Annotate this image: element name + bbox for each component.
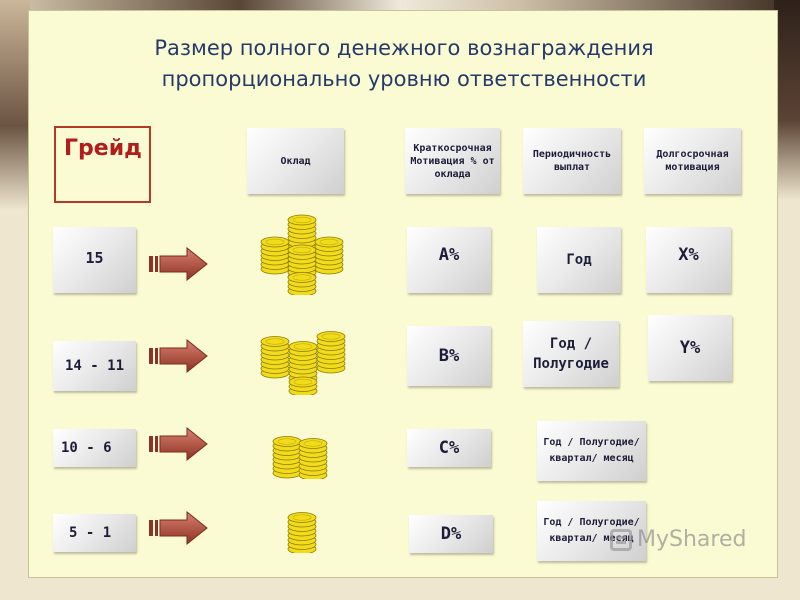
presentation-icon	[610, 528, 632, 551]
short-term-cell-1: A%	[407, 227, 491, 293]
long-term-header: Долгосрочная мотивация	[644, 128, 741, 194]
coins-icon	[257, 207, 349, 300]
short-term-cell-3: C%	[407, 429, 491, 467]
long-term-cell-1: X%	[646, 227, 731, 293]
periodicity-header: Периодичность выплат	[523, 128, 621, 194]
background-photo-right	[774, 0, 800, 200]
short-term-cell-2: B%	[407, 326, 491, 386]
short-term-header: Краткосрочная Мотивация % от оклада	[405, 128, 500, 194]
periodicity-cell-3: Год / Полугодие/ квартал/ месяц	[537, 421, 646, 481]
grade-cell-4: 5 - 1	[53, 514, 136, 552]
grade-cell-2: 14 - 11	[53, 341, 136, 391]
salary-header: Оклад	[247, 128, 344, 194]
arrow-icon	[149, 426, 209, 466]
watermark-text: MyShared	[637, 527, 747, 552]
arrow-icon	[149, 510, 209, 550]
watermark-logo: MyShared	[610, 527, 746, 552]
slide: Размер полного денежного вознаграждения …	[28, 10, 778, 578]
grade-header-box: Грейд	[54, 126, 151, 203]
long-term-cell-2: Y%	[648, 315, 732, 381]
grade-cell-1: 15	[53, 227, 136, 293]
periodicity-cell-2: Год / Полугодие	[523, 321, 619, 387]
coins-icon	[257, 323, 349, 400]
grade-header-label: Грейд	[64, 136, 142, 161]
arrow-icon	[149, 246, 209, 286]
arrow-icon	[149, 338, 209, 378]
title-line-1: Размер полного денежного вознаграждения	[154, 36, 654, 60]
slide-title: Размер полного денежного вознаграждения …	[29, 33, 779, 95]
background-photo-left	[0, 0, 30, 210]
short-term-cell-4: D%	[409, 515, 493, 553]
coins-icon	[271, 425, 331, 484]
coins-icon	[285, 507, 319, 558]
grade-cell-3: 10 - 6	[53, 429, 136, 467]
title-line-2: пропорционально уровню ответственности	[161, 67, 647, 91]
periodicity-cell-1: Год	[537, 227, 621, 293]
